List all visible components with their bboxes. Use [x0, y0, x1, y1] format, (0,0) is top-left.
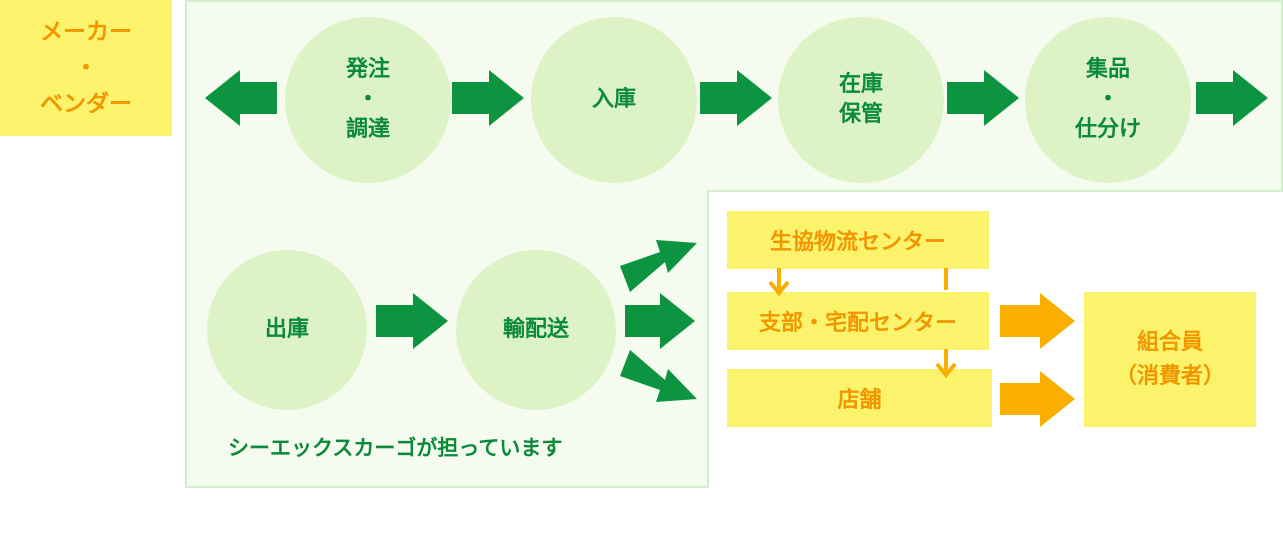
vendor-label-1: メーカー	[40, 19, 132, 45]
connector-branch-to-store-head	[935, 362, 957, 379]
arrow-receiving-to-storage	[700, 70, 772, 126]
member-label-2: （消費者）	[1114, 363, 1225, 389]
step-ordering: 発注 ・ 調達	[285, 17, 451, 183]
member-label-1: 組合員	[1136, 329, 1203, 355]
arrow-ordering-to-receiving	[452, 70, 524, 126]
step-picking-l1: 集品	[1085, 57, 1130, 82]
vendor-label-2: ・	[74, 55, 98, 81]
arrow-delivery-to-branch	[625, 293, 695, 349]
step-storage-l1: 在庫	[838, 72, 883, 97]
arrow-picking-out	[1196, 70, 1268, 126]
arrow-left-to-vendor	[205, 70, 277, 126]
connector-coop-to-branch-head	[768, 280, 790, 297]
step-shipping: 出庫	[207, 250, 367, 410]
arrow-store-to-member	[1000, 371, 1075, 427]
step-ordering-l1: 発注	[345, 57, 390, 82]
arrow-storage-to-picking	[947, 70, 1019, 126]
arrow-shipping-to-delivery	[376, 293, 448, 349]
panel-seam	[187, 188, 707, 194]
vendor-box: メーカー ・ ベンダー	[0, 0, 172, 136]
cx-cargo-caption: シーエックスカーゴが担っています	[228, 436, 563, 460]
coop-center-box: 生協物流センター	[727, 211, 989, 269]
arrow-delivery-to-coop	[620, 240, 697, 292]
step-ordering-l2: ・	[356, 87, 379, 112]
step-ordering-l3: 調達	[345, 117, 390, 142]
branch-center-label: 支部・宅配センター	[758, 311, 957, 336]
store-label: 店舗	[837, 388, 882, 413]
step-shipping-l1: 出庫	[264, 317, 309, 342]
step-picking-l3: 仕分け	[1074, 117, 1141, 142]
branch-center-box: 支部・宅配センター	[727, 292, 989, 350]
step-receiving-l1: 入庫	[591, 87, 636, 112]
step-storage: 在庫 保管	[778, 17, 944, 183]
step-delivery: 輸配送	[456, 250, 616, 410]
step-picking-l2: ・	[1096, 87, 1119, 112]
step-delivery-l1: 輸配送	[502, 317, 569, 342]
step-receiving: 入庫	[531, 17, 697, 183]
step-storage-l2: 保管	[838, 102, 883, 127]
store-box: 店舗	[727, 369, 992, 427]
arrow-delivery-to-store	[620, 350, 697, 402]
coop-center-label: 生協物流センター	[769, 230, 946, 255]
arrow-branch-to-member	[1000, 293, 1075, 349]
step-picking: 集品 ・ 仕分け	[1025, 17, 1191, 183]
vendor-label-3: ベンダー	[40, 91, 132, 117]
member-box: 組合員 （消費者）	[1084, 292, 1256, 427]
